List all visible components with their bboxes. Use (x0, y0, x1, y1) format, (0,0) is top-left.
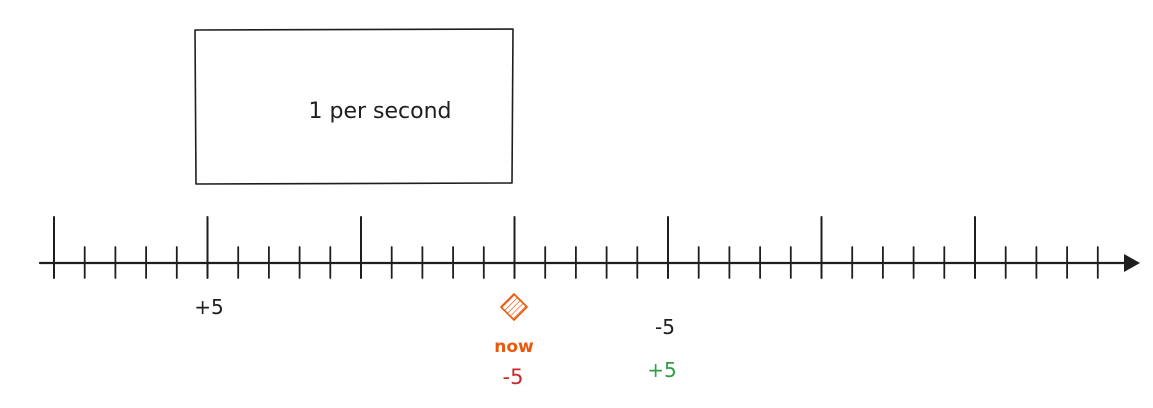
minus-five-right-label: -5 (655, 315, 675, 339)
timeline-arrowhead (1124, 254, 1140, 272)
rate-box-outline (194, 28, 514, 185)
plus-five-left-label: +5 (194, 295, 223, 319)
now-diamond-icon (500, 293, 528, 321)
timeline-ticks (53, 216, 1099, 279)
rate-box-label: 1 per second (309, 99, 452, 124)
now-marker: now -5 (494, 293, 534, 389)
rate-box: 1 per second (194, 28, 514, 185)
plus-five-right-label: +5 (647, 358, 676, 382)
now-value-label: -5 (503, 365, 524, 389)
now-label: now (494, 337, 534, 357)
timeline (38, 216, 1140, 279)
